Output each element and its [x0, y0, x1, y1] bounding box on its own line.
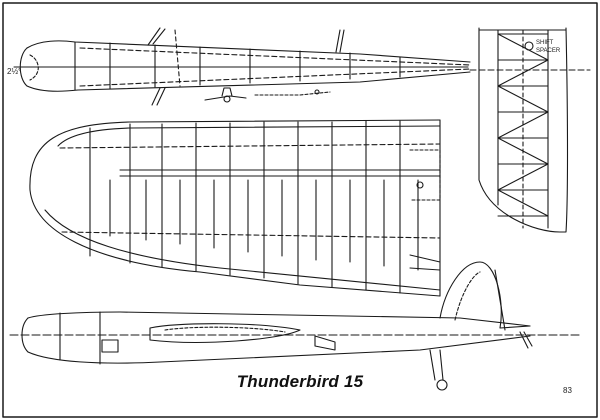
incidence-angle-label: 2½° — [7, 67, 21, 76]
tail-note-line1: SHIFT — [536, 40, 554, 46]
fuselage-side-view — [9, 261, 581, 391]
fuselage-top-view — [13, 27, 471, 106]
plan-title: Thunderbird 15 — [236, 372, 364, 391]
wing-plan-view — [29, 119, 441, 297]
page-number: 83 — [563, 386, 572, 395]
tail-note-line2: SPACER — [536, 48, 561, 54]
tail-plan-view — [469, 27, 591, 233]
